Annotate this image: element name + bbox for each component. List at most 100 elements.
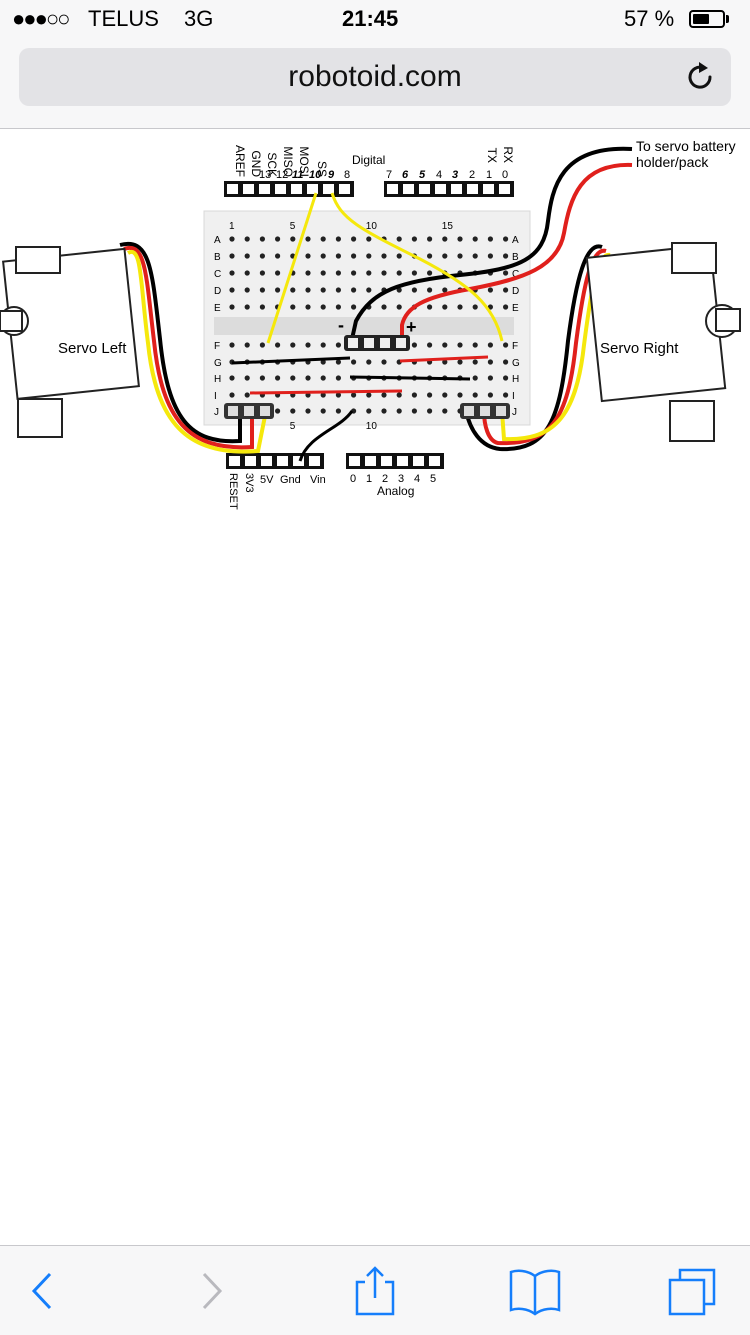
breadboard-hole [442, 342, 448, 348]
header-pin [323, 184, 334, 194]
breadboard-hole [411, 408, 417, 414]
share-button[interactable] [345, 1264, 405, 1318]
digital-pin-number: 2 [469, 169, 475, 181]
breadboard-hole [457, 342, 463, 348]
breadboard-hole [381, 270, 387, 276]
tabs-button[interactable] [662, 1264, 722, 1318]
row-letter: A [512, 235, 519, 246]
breadboard-hole [503, 253, 509, 259]
breadboard-hole [396, 253, 402, 259]
breadboard-hole [259, 304, 265, 310]
digital-pin-number: 1 [486, 169, 492, 181]
header-pin [307, 184, 318, 194]
breadboard-hole [472, 304, 478, 310]
breadboard-hole [396, 287, 402, 293]
analog-header [346, 453, 444, 469]
digital-pin-label: GND [249, 150, 263, 177]
rail-minus-label: - [338, 315, 344, 335]
analog-pin-number: 4 [414, 473, 420, 485]
forward-button[interactable] [180, 1264, 240, 1318]
breadboard-hole [472, 375, 478, 381]
breadboard-hole [244, 304, 250, 310]
breadboard-hole [335, 304, 341, 310]
battery-fill [693, 14, 709, 24]
header-pin [261, 456, 272, 466]
breadboard-hole [305, 253, 311, 259]
analog-pin-number: 2 [382, 473, 388, 485]
digital-pin-number: 10 [309, 169, 322, 181]
header-pin [397, 456, 408, 466]
breadboard-hole [229, 304, 235, 310]
header-pin [245, 456, 256, 466]
breadboard-hole [442, 408, 448, 414]
breadboard-hole [259, 375, 265, 381]
reload-icon[interactable] [683, 60, 717, 94]
battery-note-line2: holder/pack [636, 154, 709, 170]
digital-pin-number: 13 [259, 169, 271, 181]
breadboard-hole [351, 270, 357, 276]
breadboard-hole [259, 270, 265, 276]
breadboard-hole [366, 236, 372, 242]
breadboard-hole [290, 375, 296, 381]
wire-black-gnd [298, 410, 354, 462]
row-letter: F [214, 341, 220, 352]
analog-label: Analog [377, 484, 414, 498]
header-pin [419, 184, 430, 194]
digital-pin-number: 11 [292, 169, 303, 181]
breadboard-hole [305, 270, 311, 276]
row-letter: B [512, 252, 519, 263]
breadboard-hole [305, 287, 311, 293]
bookmarks-button[interactable] [505, 1264, 565, 1318]
wire-red-jumper-i [249, 389, 403, 395]
breadboard-hole [427, 236, 433, 242]
breadboard-hole [366, 287, 372, 293]
header-pin [381, 456, 392, 466]
breadboard-hole [351, 287, 357, 293]
carrier-name: TELUS [88, 6, 159, 31]
breadboard-hole [275, 270, 281, 276]
breadboard-hole [244, 253, 250, 259]
header-pin [435, 184, 446, 194]
breadboard-hole [320, 408, 326, 414]
clock: 21:45 [342, 6, 399, 31]
back-button[interactable] [14, 1264, 74, 1318]
row-letter: D [512, 286, 519, 297]
url-text[interactable]: robotoid.com [288, 60, 462, 93]
browser-header: robotoid.com [0, 40, 750, 129]
breadboard-hole [503, 342, 509, 348]
servo-right-label: Servo Right [600, 340, 679, 357]
breadboard-hole [472, 342, 478, 348]
breadboard-hole [411, 392, 417, 398]
header-pin [277, 456, 288, 466]
breadboard-hole [259, 236, 265, 242]
breadboard-hole [335, 287, 341, 293]
breadboard-hole [366, 270, 372, 276]
breadboard-hole [351, 236, 357, 242]
breadboard-hole [335, 408, 341, 414]
breadboard-hole [503, 270, 509, 276]
breadboard-hole [229, 392, 235, 398]
header-pin [429, 456, 440, 466]
power-pin-label: Gnd [280, 474, 301, 486]
breadboard-hole [320, 375, 326, 381]
digital-pin-label: RX [501, 146, 515, 163]
digital-pin-number: 6 [402, 169, 409, 181]
row-letter: C [214, 269, 221, 280]
servo-left [0, 246, 140, 438]
header-pin [229, 456, 240, 466]
breadboard-hole [335, 236, 341, 242]
rail-plus-label: + [406, 317, 417, 337]
digital-header-label: Digital [352, 153, 385, 167]
breadboard-hole [244, 342, 250, 348]
breadboard-hole [259, 342, 265, 348]
power-header [226, 453, 324, 469]
address-bar[interactable]: robotoid.com [19, 48, 731, 106]
bottom-toolbar [0, 1245, 750, 1335]
breadboard-hole [351, 359, 357, 365]
battery-icon [689, 10, 725, 28]
power-pin-label: Vin [310, 474, 326, 486]
breadboard-hole [503, 392, 509, 398]
breadboard-hole [472, 392, 478, 398]
row-letter: C [512, 269, 519, 280]
